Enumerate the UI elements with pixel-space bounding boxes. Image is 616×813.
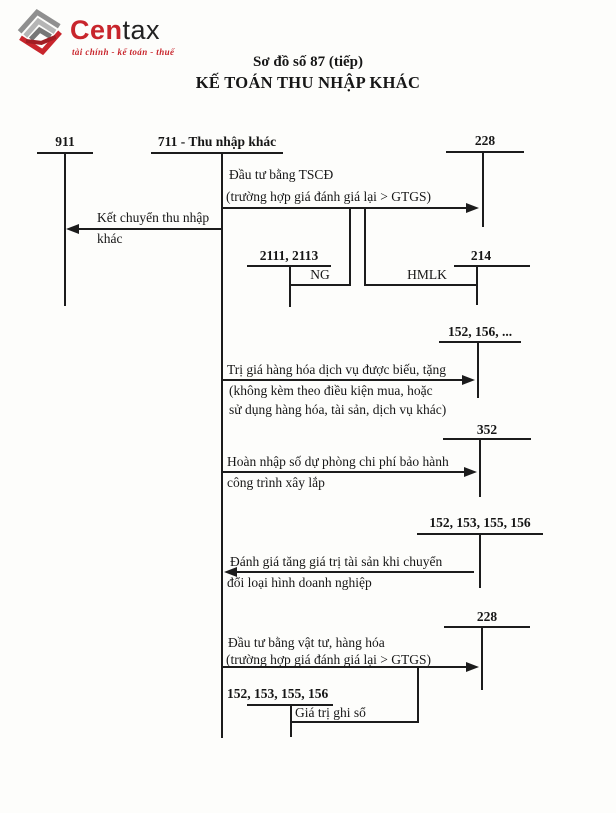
flow-revaluation-line2: đổi loại hình doanh nghiệp (227, 575, 372, 590)
account-352-stem (479, 440, 481, 497)
account-228-top-stem (482, 153, 484, 227)
connector-ng-vertical (349, 209, 351, 286)
flow-invest-tscd-line2: (trường hợp giá đánh giá lại > GTGS) (226, 189, 432, 204)
account-711-label: 711 - Thu nhập khác (157, 134, 277, 149)
flow-warranty-arrow-shaft (222, 471, 466, 473)
book-value-underline (290, 721, 419, 723)
book-value-label: Giá trị ghi sổ (295, 705, 366, 720)
logo-tagline: tài chính - kế toán - thuế (72, 47, 175, 57)
centax-logo-icon (17, 8, 62, 56)
flow-invest-tscd-arrow-shaft (222, 207, 468, 209)
account-152-153-155-156-mid-stem (479, 535, 481, 588)
account-2111-2113-label: 2111, 2113 (259, 248, 319, 263)
flow-invest-materials-line2: (trường hợp giá đánh giá lại > GTGS) (226, 652, 432, 667)
account-2111-2113-stem (289, 267, 291, 307)
flow-gift-goods-arrowhead-right (462, 375, 475, 385)
account-152-153-155-156-mid-label: 152, 153, 155, 156 (429, 515, 531, 530)
flow-gift-goods-line3: sử dụng hàng hóa, tài sản, dịch vụ khác) (229, 402, 447, 417)
flow-invest-materials-arrow-shaft (222, 666, 468, 668)
flow-invest-tscd-arrowhead-right (466, 203, 479, 213)
flow-transfer-arrow-shaft (79, 228, 222, 230)
account-352-topline (443, 438, 531, 440)
ng-underline (290, 284, 350, 286)
account-228-top-label: 228 (474, 133, 496, 148)
connector-hmlk-vertical (364, 209, 366, 286)
logo-cen-text: Cen (70, 15, 123, 45)
diagram-main-title: KẾ TOÁN THU NHẬP KHÁC (195, 73, 421, 92)
flow-gift-goods-line1: Trị giá hàng hóa dịch vụ được biếu, tặng (227, 362, 447, 377)
hmlk-label: HMLK (407, 267, 447, 282)
account-152-156-label: 152, 156, ... (447, 324, 513, 339)
logo-tax-text: tax (122, 15, 161, 45)
account-214-topline (454, 265, 530, 267)
account-911-label: 911 (55, 134, 75, 149)
flow-transfer-line1: Kết chuyển thu nhập (97, 210, 210, 225)
account-711-stem (221, 154, 223, 738)
flow-transfer-arrowhead-left (66, 224, 79, 234)
account-911-topline (37, 152, 93, 154)
account-152-156-stem (477, 343, 479, 398)
account-214-label: 214 (470, 248, 492, 263)
flow-transfer-line2: khác (97, 231, 123, 246)
account-152-153-155-156-bottom-label: 152, 153, 155, 156 (227, 686, 329, 701)
flow-gift-goods-arrow-shaft (222, 379, 464, 381)
flow-warranty-arrowhead-right (464, 467, 477, 477)
account-228-bottom-label: 228 (476, 609, 498, 624)
account-214-stem (476, 267, 478, 305)
account-2111-2113-topline (247, 265, 331, 267)
ng-label: NG (310, 267, 330, 282)
account-152-156-topline (439, 341, 521, 343)
flow-warranty-line2: công trình xây lắp (227, 475, 325, 490)
account-911-stem (64, 154, 66, 306)
flow-warranty-line1: Hoàn nhập số dự phòng chi phí bảo hành (227, 454, 449, 469)
connector-book-value-vertical (417, 667, 419, 723)
flow-revaluation-arrowhead-left (224, 567, 237, 577)
account-152-153-155-156-bottom-topline (247, 704, 333, 706)
diagram-number-title: Sơ đồ số 87 (tiếp) (253, 54, 363, 70)
account-228-bottom-stem (481, 628, 483, 690)
flow-revaluation-arrow-shaft (237, 571, 474, 573)
flow-gift-goods-line2: (không kèm theo điều kiện mua, hoặc (229, 383, 433, 398)
flow-invest-tscd-line1: Đầu tư bằng TSCĐ (229, 167, 334, 182)
account-352-label: 352 (476, 422, 498, 437)
account-711-topline (151, 152, 283, 154)
account-152-153-155-156-mid-topline (417, 533, 543, 535)
centax-logo: Centax tài chính - kế toán - thuế (14, 7, 184, 59)
hmlk-underline (365, 284, 477, 286)
account-228-top-topline (446, 151, 524, 153)
account-228-bottom-topline (444, 626, 530, 628)
diagram-title-block: Sơ đồ số 87 (tiếp) KẾ TOÁN THU NHẬP KHÁC (0, 54, 616, 93)
centax-logo-wordmark: Centax (70, 15, 160, 46)
flow-invest-materials-line1: Đầu tư bằng vật tư, hàng hóa (228, 635, 385, 650)
flow-revaluation-line1: Đánh giá tăng giá trị tài sản khi chuyển (230, 554, 443, 569)
flow-invest-materials-arrowhead-right (466, 662, 479, 672)
